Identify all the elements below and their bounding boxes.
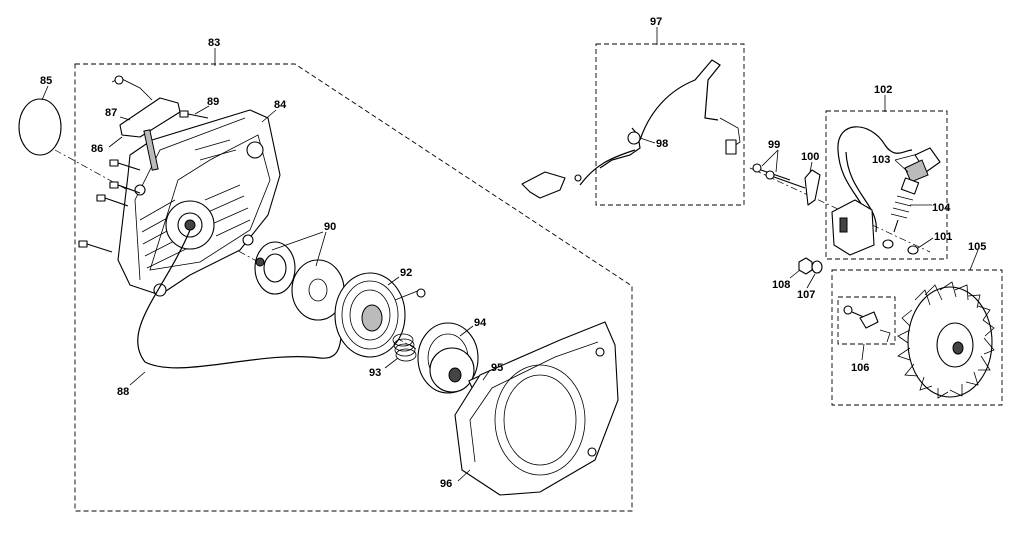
callout-89: 89 — [207, 96, 219, 108]
callout-90: 90 — [324, 221, 336, 233]
callout-96: 96 — [440, 478, 452, 490]
gasket-ring-85 — [18, 98, 62, 156]
callout-85: 85 — [40, 75, 52, 87]
callout-92: 92 — [400, 267, 412, 279]
callout-86: 86 — [91, 143, 103, 155]
recoil-spring-93 — [392, 333, 417, 362]
starter-housing-84 — [117, 109, 281, 297]
callout-87: 87 — [105, 107, 117, 119]
nut-108 — [798, 257, 813, 275]
group-box-105 — [831, 269, 1003, 406]
callout-97: 97 — [650, 16, 662, 28]
callout-106: 106 — [851, 362, 869, 374]
axis-line-ignition — [749, 167, 931, 253]
group-box-97 — [595, 43, 745, 206]
callout-101: 101 — [934, 231, 952, 243]
callout-105: 105 — [968, 241, 986, 253]
callout-104: 104 — [932, 202, 951, 214]
flywheel-105 — [897, 281, 995, 399]
handle-grip-87 — [111, 75, 153, 101]
fan-cover-96 — [454, 321, 619, 496]
callout-93: 93 — [369, 367, 381, 379]
callout-108: 108 — [772, 279, 790, 291]
group-box-102 — [825, 110, 948, 260]
callout-94: 94 — [474, 317, 487, 329]
wire-harness-97 — [521, 59, 741, 199]
callout-103: 103 — [872, 154, 890, 166]
ignition-coil-102 — [831, 126, 913, 256]
starter-rope-88 — [137, 229, 343, 369]
callout-88: 88 — [117, 386, 129, 398]
pawl-disk-94 — [417, 322, 479, 394]
callout-102: 102 — [874, 84, 892, 96]
bolts-99 — [752, 163, 806, 189]
callout-100: 100 — [801, 151, 819, 163]
washer-101 — [882, 239, 919, 255]
callout-95: 95 — [491, 362, 503, 374]
bracket-100 — [804, 169, 821, 206]
callout-84: 84 — [274, 99, 287, 111]
group-box-106 — [837, 296, 896, 345]
group-box-83 — [74, 63, 633, 512]
leader-lines — [41, 27, 979, 482]
callout-107: 107 — [797, 289, 815, 301]
screws-89 — [78, 110, 209, 253]
washer-107 — [811, 260, 823, 274]
callout-99: 99 — [768, 139, 780, 151]
callout-98: 98 — [656, 138, 668, 150]
pulley-90 — [254, 241, 345, 321]
key-parts-106 — [843, 305, 891, 343]
spark-plug-104 — [890, 177, 920, 233]
spark-plug-boot-103 — [904, 147, 941, 183]
spring-housing-92 — [334, 272, 426, 358]
callout-83: 83 — [208, 37, 220, 49]
